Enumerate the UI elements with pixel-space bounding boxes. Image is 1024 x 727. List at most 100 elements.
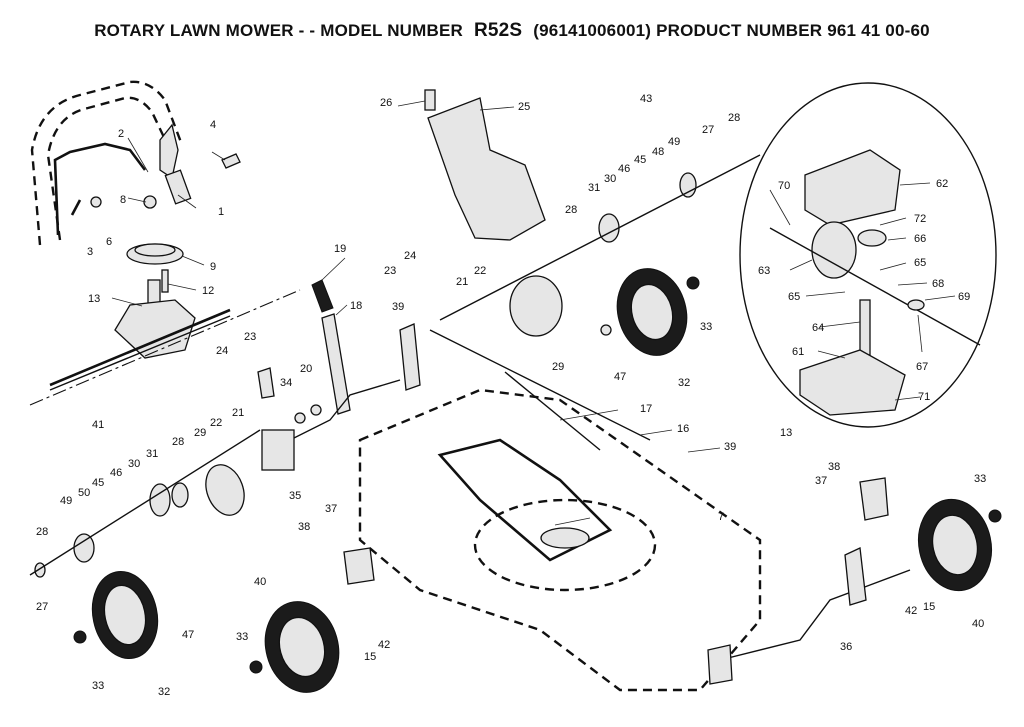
callout-39a: 39 [392, 301, 404, 313]
callout-20: 20 [300, 363, 312, 375]
callout-28c: 28 [728, 112, 740, 124]
right-upper-wheel [439, 154, 761, 356]
callout-42b: 42 [905, 605, 917, 617]
callout-28a: 28 [172, 436, 184, 448]
callout-17: 17 [640, 403, 652, 415]
callout-36: 36 [840, 641, 852, 653]
callout-69: 69 [958, 291, 970, 303]
callout-1: 1 [218, 206, 224, 218]
callout-21a: 21 [232, 407, 244, 419]
callout-61: 61 [792, 346, 804, 358]
callout-6: 6 [106, 236, 112, 248]
callout-12: 12 [202, 285, 214, 297]
callout-29b: 29 [552, 361, 564, 373]
callout-13b: 13 [780, 427, 792, 439]
callout-50: 50 [78, 487, 90, 499]
callout-38a: 38 [298, 521, 310, 533]
callout-45b: 45 [634, 154, 646, 166]
callout-2: 2 [118, 128, 124, 140]
handle-assembly [30, 80, 241, 246]
gearbox-assembly [29, 243, 301, 406]
callout-35: 35 [289, 490, 301, 502]
callout-30b: 30 [604, 173, 616, 185]
callout-37b: 37 [815, 475, 827, 487]
callout-28b: 28 [36, 526, 48, 538]
callout-33a: 33 [92, 680, 104, 692]
callout-27a: 27 [36, 601, 48, 613]
callout-28d: 28 [565, 204, 577, 216]
callout-24b: 24 [404, 250, 416, 262]
callout-63: 63 [758, 265, 770, 277]
callout-48: 48 [652, 146, 664, 158]
callout-71: 71 [918, 391, 930, 403]
callout-67: 67 [916, 361, 928, 373]
callout-8: 8 [120, 194, 126, 206]
callout-34: 34 [280, 377, 292, 389]
callout-7: 7 [718, 511, 724, 523]
callout-42a: 42 [378, 639, 390, 651]
callout-23a: 23 [244, 331, 256, 343]
callout-15a: 15 [364, 651, 376, 663]
callout-47a: 47 [182, 629, 194, 641]
callout-31b: 31 [588, 182, 600, 194]
callout-24a: 24 [216, 345, 228, 357]
grass-bag [424, 89, 546, 241]
callout-33b: 33 [236, 631, 248, 643]
callout-33c: 33 [700, 321, 712, 333]
height-adjuster [257, 279, 421, 471]
model-number: R52S [473, 20, 523, 41]
callout-26: 26 [380, 97, 392, 109]
callout-38b: 38 [828, 461, 840, 473]
mower-deck [358, 329, 762, 692]
callout-18: 18 [350, 300, 362, 312]
callout-65b: 65 [788, 291, 800, 303]
callout-72: 72 [914, 213, 926, 225]
callout-45a: 45 [92, 477, 104, 489]
callout-19: 19 [334, 243, 346, 255]
callout-22a: 22 [210, 417, 222, 429]
callout-49a: 49 [60, 495, 72, 507]
diagram-title: ROTARY LAWN MOWER - - MODEL NUMBER R52S … [0, 20, 1024, 42]
callout-25: 25 [518, 101, 530, 113]
callout-31a: 31 [146, 448, 158, 460]
title-suffix: (96141006001) PRODUCT NUMBER 961 41 00-6… [533, 21, 930, 40]
callout-66: 66 [914, 233, 926, 245]
callout-4: 4 [210, 119, 216, 131]
callout-23b: 23 [384, 265, 396, 277]
callout-70: 70 [778, 180, 790, 192]
callout-21b: 21 [456, 276, 468, 288]
callout-27b: 27 [702, 124, 714, 136]
callout-16: 16 [677, 423, 689, 435]
callout-47b: 47 [614, 371, 626, 383]
callout-32a: 32 [158, 686, 170, 698]
callout-13a: 13 [88, 293, 100, 305]
callout-40a: 40 [254, 576, 266, 588]
callout-30a: 30 [128, 458, 140, 470]
callout-49b: 49 [668, 136, 680, 148]
callout-32b: 32 [678, 377, 690, 389]
gearbox-detail-inset [739, 82, 997, 428]
callout-40b: 40 [972, 618, 984, 630]
right-lower-wheel [343, 477, 1002, 685]
callout-29a: 29 [194, 427, 206, 439]
callout-43: 43 [640, 93, 652, 105]
callout-labels: 2 4 1 8 3 6 9 12 13 19 18 23 24 34 20 21… [36, 93, 986, 698]
callout-46b: 46 [618, 163, 630, 175]
callout-22b: 22 [474, 265, 486, 277]
callout-3: 3 [87, 246, 93, 258]
callout-41: 41 [92, 419, 104, 431]
callout-33d: 33 [974, 473, 986, 485]
callout-64: 64 [812, 322, 824, 334]
callout-15b: 15 [923, 601, 935, 613]
callout-68: 68 [932, 278, 944, 290]
callout-65a: 65 [914, 257, 926, 269]
callout-39b: 39 [724, 441, 736, 453]
callout-46a: 46 [110, 467, 122, 479]
leader-lines [111, 100, 956, 526]
title-prefix: ROTARY LAWN MOWER - - MODEL NUMBER [94, 21, 464, 40]
callout-9: 9 [210, 261, 216, 273]
callout-37a: 37 [325, 503, 337, 515]
callout-62: 62 [936, 178, 948, 190]
left-wheel-stack [29, 429, 340, 693]
